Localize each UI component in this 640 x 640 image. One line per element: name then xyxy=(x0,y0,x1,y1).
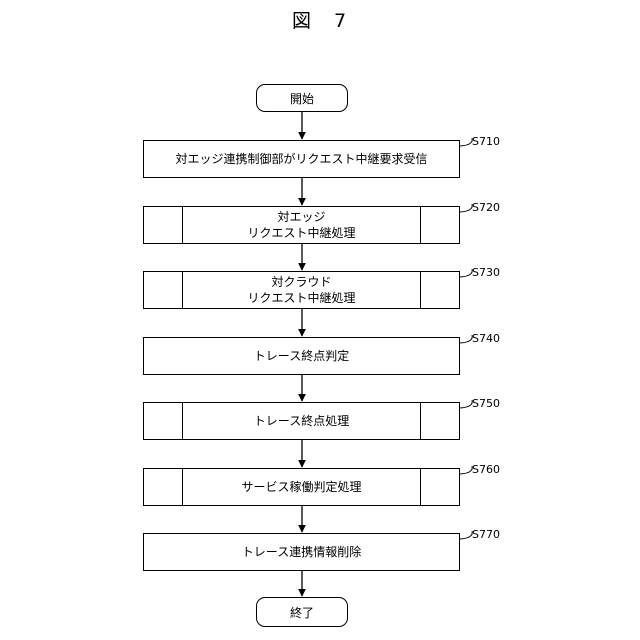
subroutine-step-box: 対クラウドリクエスト中継処理 xyxy=(143,271,460,309)
step-id-label: S710 xyxy=(472,135,500,148)
step-text: 対エッジリクエスト中継処理 xyxy=(247,209,355,241)
subroutine-bar-right xyxy=(420,403,421,439)
subroutine-bar-left xyxy=(182,403,183,439)
process-step-box: 対エッジ連携制御部がリクエスト中継要求受信 xyxy=(143,140,460,178)
subroutine-step-box: トレース終点処理 xyxy=(143,402,460,440)
step-text: サービス稼働判定処理 xyxy=(241,479,361,495)
step-leader-line xyxy=(460,531,472,539)
step-leader-line xyxy=(460,269,472,277)
process-step-box: トレース終点判定 xyxy=(143,337,460,375)
step-text: 対エッジ連携制御部がリクエスト中継要求受信 xyxy=(175,151,427,167)
subroutine-step-box: 対エッジリクエスト中継処理 xyxy=(143,206,460,244)
step-id-label: S740 xyxy=(472,332,500,345)
step-text: 対クラウドリクエスト中継処理 xyxy=(247,274,355,306)
step-text-line: 対エッジ xyxy=(247,209,355,225)
subroutine-bar-left xyxy=(182,207,183,243)
subroutine-bar-right xyxy=(420,207,421,243)
subroutine-bar-left xyxy=(182,469,183,505)
end-label: 終了 xyxy=(290,604,314,621)
step-id-label: S750 xyxy=(472,397,500,410)
step-leader-line xyxy=(460,335,472,343)
step-text-line: サービス稼働判定処理 xyxy=(241,479,361,495)
end-terminal: 終了 xyxy=(256,597,348,627)
step-leader-line xyxy=(460,466,472,474)
subroutine-bar-left xyxy=(182,272,183,308)
subroutine-bar-right xyxy=(420,272,421,308)
step-text-line: 対クラウド xyxy=(247,274,355,290)
step-text: トレース連携情報削除 xyxy=(242,544,361,560)
step-leader-line xyxy=(460,204,472,212)
subroutine-step-box: サービス稼働判定処理 xyxy=(143,468,460,506)
step-text: トレース終点処理 xyxy=(254,413,349,429)
step-id-label: S730 xyxy=(472,266,500,279)
step-id-label: S760 xyxy=(472,463,500,476)
step-text-line: トレース連携情報削除 xyxy=(242,544,361,560)
process-step-box: トレース連携情報削除 xyxy=(143,533,460,571)
step-text-line: リクエスト中継処理 xyxy=(247,225,355,241)
step-id-label: S770 xyxy=(472,528,500,541)
step-text-line: 対エッジ連携制御部がリクエスト中継要求受信 xyxy=(175,151,427,167)
step-leader-line xyxy=(460,400,472,408)
step-text-line: トレース終点処理 xyxy=(254,413,349,429)
step-id-label: S720 xyxy=(472,201,500,214)
step-text: トレース終点判定 xyxy=(254,348,349,364)
start-terminal: 開始 xyxy=(256,84,348,112)
step-text-line: トレース終点判定 xyxy=(254,348,349,364)
subroutine-bar-right xyxy=(420,469,421,505)
step-leader-line xyxy=(460,138,472,146)
start-label: 開始 xyxy=(290,90,314,107)
step-text-line: リクエスト中継処理 xyxy=(247,290,355,306)
